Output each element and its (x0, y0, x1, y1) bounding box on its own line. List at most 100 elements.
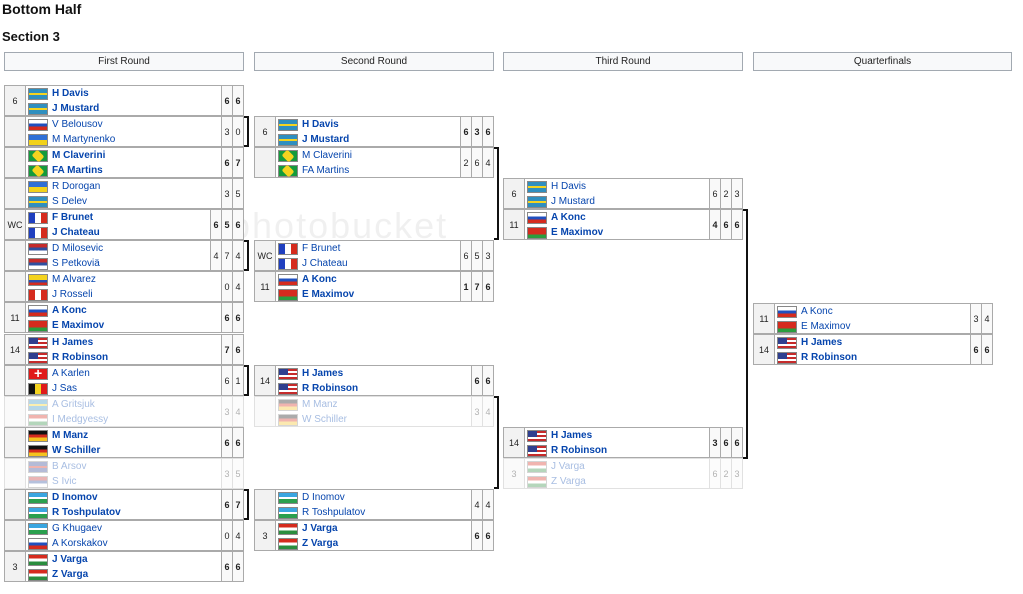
player-link[interactable]: FA Martins (52, 165, 103, 176)
player-link[interactable]: Z Varga (52, 569, 89, 580)
player-link[interactable]: H James (52, 337, 94, 348)
set-score: 6 (222, 427, 233, 458)
player-link[interactable]: J Varga (302, 523, 338, 534)
player-link[interactable]: S Delev (52, 196, 88, 207)
set-score: 6 (732, 427, 743, 458)
player-link[interactable]: W Schiller (52, 445, 101, 456)
player-link[interactable]: J Rosseli (52, 289, 93, 300)
player-link[interactable]: R Robinson (801, 352, 858, 363)
player-entry: A Konc (527, 210, 586, 225)
player-link[interactable]: FA Martins (302, 165, 350, 176)
player-link[interactable]: R Robinson (52, 352, 109, 363)
player-link[interactable]: J Mustard (551, 196, 595, 207)
player-link[interactable]: J Sas (52, 383, 78, 394)
seed-cell: 3 (503, 458, 525, 489)
player-link[interactable]: W Schiller (302, 414, 348, 425)
set-score: 6 (710, 458, 721, 489)
player-link[interactable]: J Chateau (302, 258, 348, 269)
seed-cell (4, 116, 26, 147)
player-link[interactable]: D Inomov (302, 492, 345, 503)
player-entry: H James (777, 335, 842, 350)
player-link[interactable]: H James (551, 430, 593, 441)
player-entry: A Konc (278, 272, 337, 287)
player-link[interactable]: A Konc (302, 274, 337, 285)
player-link[interactable]: A Gritsjuk (52, 399, 95, 410)
player-link[interactable]: A Konc (551, 212, 586, 223)
player-entry: M Martynenko (28, 132, 115, 147)
player-link[interactable]: J Chateau (52, 227, 100, 238)
player-link[interactable]: B Arsov (52, 461, 87, 472)
player-link[interactable]: R Toshpulatov (52, 507, 121, 518)
player-link[interactable]: H Davis (551, 181, 587, 192)
player-link[interactable]: R Toshpulatov (302, 507, 366, 518)
player-link[interactable]: J Varga (551, 461, 585, 472)
player-entry: F Brunet (278, 241, 340, 256)
player-link[interactable]: H Davis (52, 88, 89, 99)
player-link[interactable]: Z Varga (302, 538, 339, 549)
player-link[interactable]: S Petkoviä (52, 258, 100, 269)
flag-icon (28, 460, 48, 473)
player-link[interactable]: M Claverini (302, 150, 353, 161)
player-link[interactable]: M Manz (302, 399, 338, 410)
set-score: 3 (483, 240, 494, 271)
player-link[interactable]: I Medgyessy (52, 414, 109, 425)
player-link[interactable]: J Mustard (302, 134, 350, 145)
flag-icon (527, 180, 547, 193)
player-link[interactable]: M Martynenko (52, 134, 116, 145)
seed-cell (4, 396, 26, 427)
set-score: 7 (472, 271, 483, 302)
player-link[interactable]: D Inomov (52, 492, 98, 503)
player-link[interactable]: A Konc (801, 306, 833, 317)
player-link[interactable]: M Manz (52, 430, 89, 441)
player-link[interactable]: E Maximov (302, 289, 355, 300)
flag-icon (28, 257, 48, 270)
player-link[interactable]: H James (302, 368, 344, 379)
player-link[interactable]: R Robinson (302, 383, 359, 394)
player-link[interactable]: E Maximov (801, 321, 851, 332)
player-entry: R Robinson (777, 350, 857, 365)
player-link[interactable]: R Robinson (551, 445, 608, 456)
bracket-connector (244, 116, 249, 147)
set-score: 6 (211, 209, 222, 240)
player-link[interactable]: H Davis (302, 119, 339, 130)
player-link[interactable]: M Claverini (52, 150, 106, 161)
player-link[interactable]: E Maximov (551, 227, 604, 238)
player-link[interactable]: F Brunet (302, 243, 341, 254)
player-link[interactable]: M Alvarez (52, 274, 96, 285)
flag-icon (777, 336, 797, 349)
player-link[interactable]: S Ivic (52, 476, 77, 487)
player-link[interactable]: H James (801, 337, 843, 348)
player-link[interactable]: J Mustard (52, 103, 100, 114)
set-score: 6 (472, 520, 483, 551)
player-link[interactable]: Z Varga (551, 476, 586, 487)
flag-icon (28, 351, 48, 364)
player-link[interactable]: F Brunet (52, 212, 94, 223)
seed-cell (254, 147, 276, 178)
player-link[interactable]: A Konc (52, 305, 87, 316)
player-link[interactable]: A Korskakov (52, 538, 108, 549)
flag-icon (28, 211, 48, 224)
player-link[interactable]: G Khugaev (52, 523, 103, 534)
player-link[interactable]: V Belousov (52, 119, 103, 130)
player-link[interactable]: R Dorogan (52, 181, 101, 192)
team-names: J Varga Z Varga (26, 551, 222, 582)
player-entry: R Robinson (278, 381, 358, 396)
player-entry: J Mustard (278, 132, 349, 147)
player-link[interactable]: D Milosevic (52, 243, 104, 254)
seed-cell: 6 (4, 85, 26, 116)
flag-icon (28, 537, 48, 550)
player-entry: A Konc (28, 303, 87, 318)
player-link[interactable]: J Varga (52, 554, 88, 565)
player-link[interactable]: A Karlen (52, 368, 90, 379)
player-link[interactable]: E Maximov (52, 320, 105, 331)
